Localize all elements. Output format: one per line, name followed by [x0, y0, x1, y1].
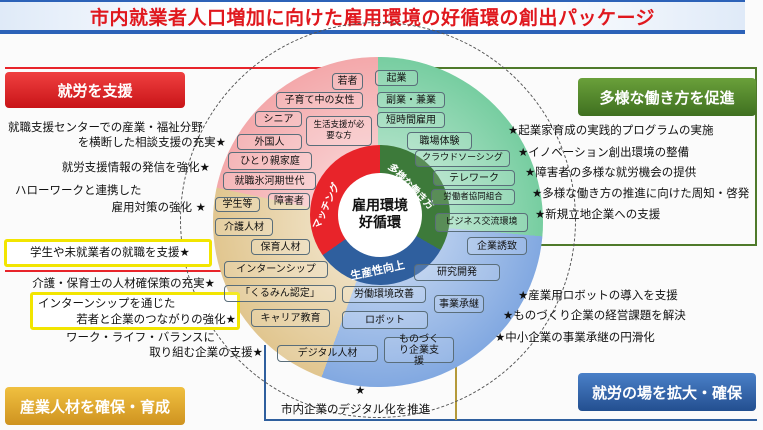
chip-work-environment: 労働環境改善: [342, 286, 426, 303]
support-frame-line: [5, 67, 377, 69]
chip-attract-companies: 企業誘致: [467, 237, 527, 255]
talent-frame-line: [5, 270, 225, 272]
center-core: 雇用環境 好循環: [338, 173, 422, 257]
left-item-d: 学生や未就業者の就職を支援★: [30, 245, 190, 259]
chip-short-hours: 短時間雇用: [377, 112, 445, 128]
chip-internship: インターンシップ: [224, 261, 328, 278]
chip-career-education: キャリア教育: [251, 309, 330, 327]
right-item: ★ものづくり企業の経営課題を解決: [503, 308, 686, 322]
chip-succession: 事業承継: [434, 295, 484, 313]
diverse-frame-right: [755, 67, 757, 246]
header-diverse: 多様な働き方を促進: [578, 78, 756, 116]
chip-workers-coop: 労働者協同組合: [431, 189, 515, 205]
chip-welfare: 生活支援が必要な方: [306, 116, 372, 146]
chip-young: 若者: [332, 73, 363, 90]
left-item-a1: 就職支援センターでの産業・福祉分野: [8, 120, 203, 134]
left-item-a2: を横断した相談支援の充実★: [77, 135, 226, 149]
chip-monozukuri-label: ものづくり企業支援: [399, 333, 439, 367]
chip-seniors: シニア: [255, 111, 302, 127]
diverse-frame-top: [377, 67, 757, 69]
chip-single-parent: ひとり親家庭: [228, 152, 312, 170]
chip-foreigners: 外国人: [237, 134, 302, 150]
left-item-f1: インターンシップを通じた: [38, 296, 176, 310]
left-item-c1: ハローワークと連携した: [15, 183, 142, 197]
left-item-b: 就労支援情報の発信を強化★: [61, 160, 210, 174]
right-item: ★中小企業の事業承継の円滑化: [495, 330, 655, 344]
chip-welfare-label: 生活支援が必要な方: [313, 120, 365, 141]
chip-startup: 起業: [375, 70, 418, 86]
chip-telework: テレワーク: [433, 170, 515, 186]
chip-students: 学生等: [215, 197, 260, 212]
header-workplace: 就労の場を拡大・確保: [578, 373, 756, 411]
left-item-e: 介護・保育士の人材確保策の充実★: [32, 276, 215, 290]
bottom-star: ★: [355, 383, 366, 397]
right-item: ★障害者の多様な就労機会の提供: [525, 165, 697, 179]
chip-work-experience: 職場体験: [407, 132, 472, 150]
workplace-frame-bottom: [264, 419, 757, 421]
left-item-f2: 若者と企業のつながりの強化★: [76, 312, 236, 326]
header-talent: 産業人材を確保・育成: [5, 387, 185, 425]
chip-robot: ロボット: [342, 311, 428, 329]
left-item-g2: 取り組む企業の支援★: [149, 345, 263, 359]
chip-ice-age: 就職氷河期世代: [223, 172, 316, 190]
chip-business-exchange: ビジネス交流環境: [435, 213, 528, 232]
page-title: 市内就業者人口増加に向けた雇用環境の好循環の創出パッケージ: [89, 6, 656, 29]
left-item-c2: 雇用対策の強化 ★: [111, 200, 206, 214]
bottom-item: 市内企業のデジタル化を推進: [281, 402, 431, 416]
chip-side-job: 副業・兼業: [377, 92, 445, 108]
chip-childcare-staff: 保育人材: [251, 239, 310, 255]
chip-research: 研究開発: [414, 264, 500, 281]
chip-monozukuri: ものづくり企業支援: [384, 334, 454, 367]
highlight-box-students: [4, 239, 212, 267]
chip-kurumin: 「くるみん認定」: [224, 285, 336, 302]
title-banner: 市内就業者人口増加に向けた雇用環境の好循環の創出パッケージ: [0, 0, 745, 34]
chip-disabled: 障害者: [268, 193, 310, 210]
chip-crowdsourcing: クラウドソーシング: [415, 150, 510, 167]
header-support: 就労を支援: [5, 72, 185, 108]
center-line2: 好循環: [359, 215, 401, 231]
chip-care-staff: 介護人材: [215, 218, 273, 236]
diverse-frame-bottom: [527, 244, 757, 246]
dashed-circle: [180, 22, 576, 418]
right-item: ★新規立地企業への支援: [535, 207, 661, 221]
center-line1: 雇用環境: [352, 198, 408, 214]
chip-digital-talent: デジタル人材: [277, 345, 378, 362]
right-item: ★起業家育成の実践的プログラムの実施: [508, 123, 714, 137]
right-item: ★イノベーション創出環境の整備: [518, 145, 690, 159]
left-item-g1: ワーク・ライフ・バランスに: [65, 330, 215, 344]
highlight-box-internship: [30, 292, 240, 330]
right-item: ★産業用ロボットの導入を支援: [518, 288, 678, 302]
right-item: ★多様な働き方の推進に向けた周知・啓発: [532, 186, 750, 200]
chip-mothers: 子育て中の女性: [276, 92, 363, 109]
